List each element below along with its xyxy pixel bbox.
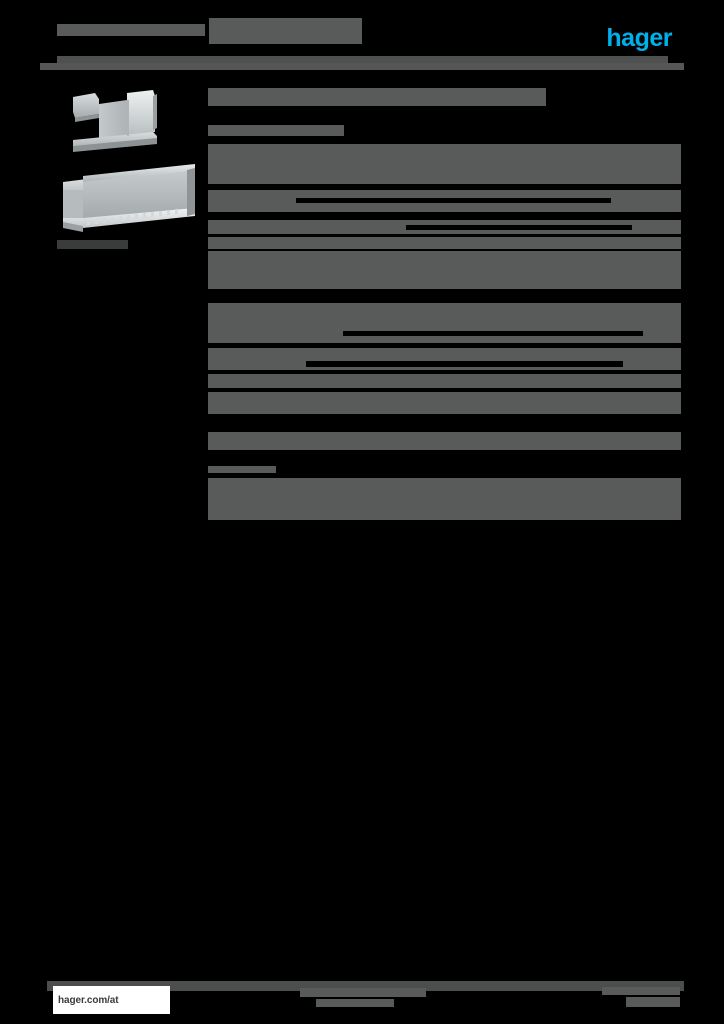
footer-right-line-2 (626, 997, 680, 1007)
row-label (208, 348, 312, 355)
page-header: hager (0, 0, 724, 72)
product-image-column (57, 88, 205, 249)
table-row (208, 289, 681, 303)
page-footer: hager.com/at (0, 976, 724, 1024)
row-value (406, 225, 632, 230)
footer-url-box[interactable]: hager.com/at (53, 986, 170, 1014)
table-row (208, 478, 681, 520)
document-title-group (57, 18, 363, 44)
row-value (296, 198, 611, 203)
table-row (208, 466, 681, 478)
spec-section (208, 414, 681, 520)
table-row (208, 432, 681, 450)
table-row (208, 220, 681, 234)
row-value (306, 361, 623, 367)
table-row (208, 251, 681, 289)
table-row (208, 303, 681, 343)
specification-column (208, 88, 681, 520)
row-label (208, 374, 232, 381)
spec-section (208, 289, 681, 414)
table-row (208, 144, 681, 184)
product-image-caption (57, 240, 128, 249)
header-divider-secondary (40, 63, 684, 70)
page-title (208, 88, 546, 106)
table-row (208, 374, 681, 388)
row-label (208, 190, 280, 197)
table-row (208, 190, 681, 212)
trunking-illustration (63, 164, 195, 232)
footer-center-line-1 (300, 988, 426, 997)
footer-center-text (300, 988, 426, 1007)
specification-table (208, 144, 681, 520)
footer-url-link[interactable]: hager.com/at (58, 994, 119, 1006)
product-photo-bracket (57, 88, 205, 156)
table-row (208, 414, 681, 432)
row-value (343, 331, 643, 336)
spec-section (208, 144, 681, 289)
footer-divider (47, 981, 684, 991)
row-label (208, 466, 276, 473)
footer-center-line-2 (316, 999, 394, 1007)
product-photo-trunking (57, 162, 205, 234)
table-row (208, 392, 681, 414)
section-sub-label (208, 125, 344, 136)
footer-right-text (602, 987, 680, 1007)
document-title-line-2 (209, 18, 363, 44)
footer-right-line-1 (602, 987, 680, 995)
table-row (208, 348, 681, 370)
header-divider (57, 56, 668, 63)
table-row (208, 450, 681, 466)
hager-logo: hager (606, 24, 672, 52)
table-row (208, 237, 681, 249)
document-title-line-1 (57, 23, 205, 36)
row-label (208, 237, 248, 244)
bracket-illustration (73, 90, 157, 152)
row-label (208, 220, 264, 227)
table-row (208, 212, 681, 220)
